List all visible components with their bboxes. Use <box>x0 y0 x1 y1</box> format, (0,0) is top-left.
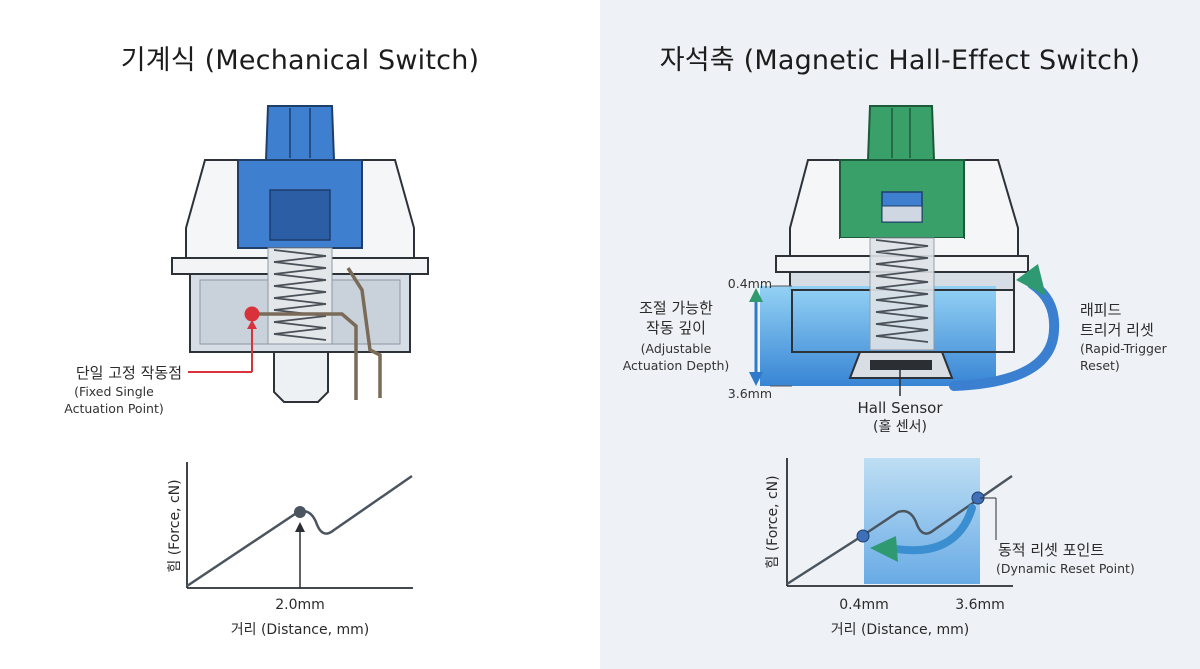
mech-x-axis-label: 거리 (Distance, mm) <box>230 622 370 638</box>
mech-leaf-contact <box>252 312 358 400</box>
mag-force-chart <box>786 458 1013 587</box>
mechanical-panel: 기계식 (Mechanical Switch) <box>64 45 480 638</box>
magnetic-panel: 자석축 (Magnetic Hall-Effect Switch) <box>600 0 1200 669</box>
mag-dynamic-reset-arrow <box>886 504 976 555</box>
mag-tick-start: 0.4mm <box>839 597 889 613</box>
mech-post <box>273 351 329 403</box>
mag-reset-label-ko-2: 트리거 리셋 <box>1080 321 1154 339</box>
mag-sensor-label-ko: (홀 센서) <box>872 419 927 435</box>
mag-depth-bottom: 3.6mm <box>727 386 772 401</box>
mag-hall-sensor <box>870 360 932 370</box>
mechanical-switch-diagram <box>171 105 429 589</box>
mag-force-curve <box>786 474 1013 586</box>
mag-tick-end: 3.6mm <box>955 597 1005 613</box>
magnetic-switch-diagram <box>749 105 1060 587</box>
mag-y-axis-label: 힘 (Force, cN) <box>765 475 781 569</box>
mag-rapid-reset-arrow <box>949 279 1060 391</box>
mech-chart-actuation-point <box>294 506 306 518</box>
mech-actuation-label-ko: 단일 고정 작동점 <box>75 364 182 382</box>
mech-spring <box>273 249 327 341</box>
mag-depth-label-en-2: Actuation Depth) <box>622 358 730 373</box>
mag-reset-label-ko-1: 래피드 <box>1080 301 1122 319</box>
mag-x-axis-label: 거리 (Distance, mm) <box>830 622 970 638</box>
mech-force-chart <box>186 462 413 589</box>
mag-dynamic-label-en: (Dynamic Reset Point) <box>996 561 1135 576</box>
mag-depth-label-ko-1: 조절 가능한 <box>639 299 713 317</box>
magnetic-title: 자석축 (Magnetic Hall-Effect Switch) <box>659 45 1141 76</box>
mech-actuation-point <box>244 306 260 322</box>
mag-sensor-label-en: Hall Sensor <box>857 399 943 417</box>
mag-reset-label-en-2: Reset) <box>1080 358 1120 373</box>
mech-actuation-tick: 2.0mm <box>275 597 325 613</box>
mag-depth-label-ko-2: 작동 깊이 <box>646 319 706 337</box>
mechanical-title: 기계식 (Mechanical Switch) <box>120 45 480 76</box>
mech-y-axis-label: 힘 (Force, cN) <box>167 479 183 573</box>
mag-spring <box>875 239 929 343</box>
mech-actuation-label-en-1: (Fixed Single <box>74 384 154 399</box>
mag-stem-top <box>866 105 936 161</box>
mag-reset-label-en-1: (Rapid-Trigger <box>1080 341 1167 356</box>
mech-stem-top <box>264 105 336 161</box>
mag-depth-top: 0.4mm <box>727 276 772 291</box>
mag-chart-point-start <box>856 529 870 543</box>
mag-depth-label-en-1: (Adjustable <box>640 341 712 356</box>
mech-actuation-label-en-2: Actuation Point) <box>64 401 164 416</box>
mag-dynamic-label-ko: 동적 리셋 포인트 <box>998 541 1105 559</box>
